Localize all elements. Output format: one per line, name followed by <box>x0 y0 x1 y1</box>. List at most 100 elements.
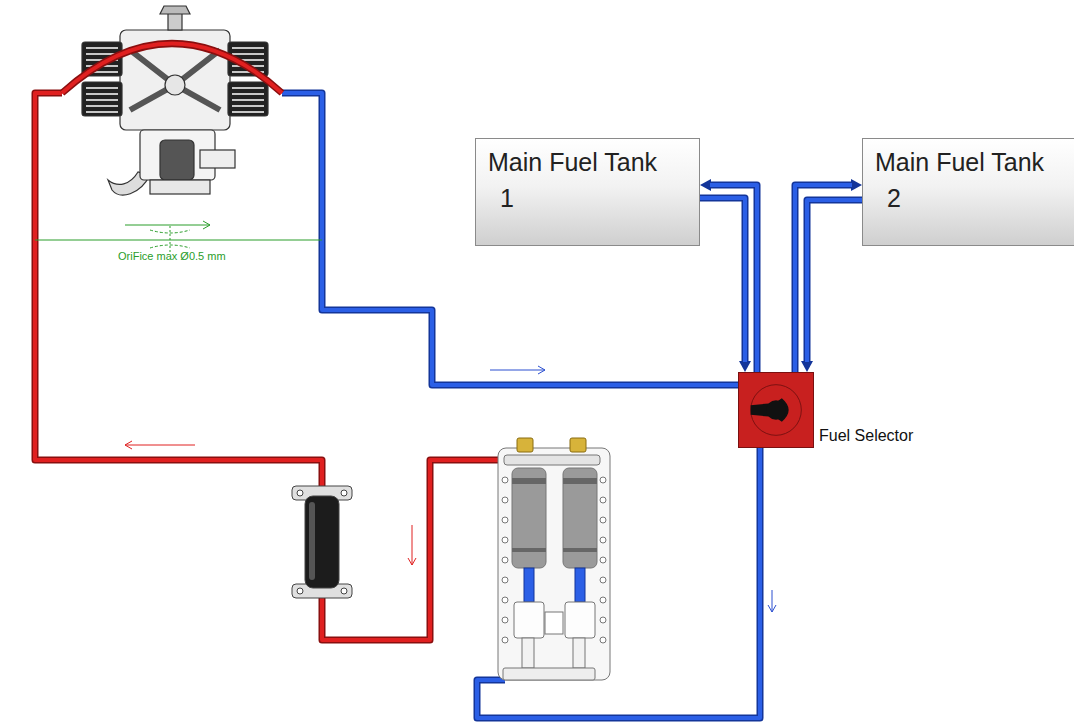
fuel-pump-unit <box>502 597 508 603</box>
orifice-symbol <box>35 221 322 252</box>
fuel-pump-unit <box>514 602 544 638</box>
pipe-core <box>710 185 757 372</box>
orifice-symbol <box>125 221 210 229</box>
fuel-line <box>477 448 760 718</box>
pipe-outline <box>807 200 862 362</box>
selector-handle <box>739 373 813 447</box>
node-title: Main Fuel Tank <box>875 147 1062 177</box>
fuel-line <box>35 93 322 487</box>
selector-handle <box>766 400 785 419</box>
fuel-pump-unit <box>502 577 508 583</box>
fuel-pump-unit <box>502 517 508 523</box>
engine <box>165 75 185 95</box>
fuel-pump-unit <box>600 577 606 583</box>
orifice-note: OriFice max Ø0.5 mm <box>118 250 226 262</box>
pipe-core <box>807 200 862 362</box>
fuel-line <box>477 448 760 718</box>
fuel-pump-unit <box>503 668 595 680</box>
pipe-outline <box>710 185 757 372</box>
engine <box>228 82 268 116</box>
flow-arrow <box>490 366 545 374</box>
node-number: 2 <box>875 183 1062 213</box>
fuel-pump-unit <box>512 478 597 552</box>
fuel-pump-unit <box>600 557 606 563</box>
engine <box>86 88 118 112</box>
fuel-pump-unit <box>600 477 606 483</box>
fuel-pump-unit <box>522 638 534 668</box>
engine <box>150 180 210 194</box>
fuel-line <box>35 44 760 719</box>
fuel-filter <box>341 588 347 594</box>
fuel-pump-unit <box>512 478 546 484</box>
fuel-pump-unit <box>563 478 597 484</box>
fuel-line-connector <box>795 185 852 372</box>
fuel-pump-unit <box>545 612 563 634</box>
fuel-filter <box>341 490 347 496</box>
flow-arrow <box>408 525 416 565</box>
orifice-symbol <box>35 240 322 241</box>
node-title: Main Fuel Tank <box>488 147 687 177</box>
flow-arrow <box>768 590 776 612</box>
fuel-pump-unit <box>600 617 606 623</box>
fuel-line-connector <box>710 185 757 372</box>
fuel-pump-unit <box>498 438 610 680</box>
selector-handle <box>751 398 789 421</box>
fuel-pump-unit <box>575 568 585 602</box>
fuel-pump-unit <box>600 537 606 543</box>
node-number: 1 <box>488 183 687 213</box>
fuel-tank: Main Fuel Tank 2 <box>862 138 1074 246</box>
fuel-pump-unit <box>502 477 508 483</box>
fuel-line <box>62 44 282 94</box>
fuel-line <box>35 93 322 487</box>
fuel-pump-unit <box>563 468 597 568</box>
flow-arrow <box>125 366 776 612</box>
engine <box>82 82 122 116</box>
fuel-pump-unit <box>512 468 597 568</box>
fuel-line <box>62 44 282 94</box>
fuel-line-connector <box>807 200 862 362</box>
selector-dial <box>751 385 802 436</box>
engine <box>200 150 235 168</box>
engine <box>82 6 268 195</box>
fuel-pump-unit <box>502 637 508 643</box>
fuel-pump-unit <box>502 557 508 563</box>
fuel-pump-unit <box>504 455 600 465</box>
fuel-pump-unit <box>600 637 606 643</box>
fuel-pump-unit <box>502 537 508 543</box>
flow-arrow <box>125 441 195 449</box>
fuel-pump-unit <box>563 548 597 552</box>
fuel-pump-unit <box>498 448 610 680</box>
fuel-pump-unit <box>600 597 606 603</box>
orifice-symbol <box>170 226 171 252</box>
engine <box>232 88 264 112</box>
fuel-pump-unit <box>600 497 606 503</box>
fuel-filter <box>309 502 315 580</box>
fuel-line-connector <box>700 198 745 362</box>
fuel-pump-unit <box>573 638 585 668</box>
fuel-line <box>282 93 738 385</box>
engine <box>160 6 190 14</box>
fuel-line <box>282 93 738 385</box>
pipe-core <box>700 198 745 362</box>
fuel-pump-unit <box>512 468 546 568</box>
engine <box>160 140 194 180</box>
fuel-pump-unit <box>524 568 534 602</box>
pipe-outline <box>700 198 745 362</box>
node-title: Fuel Selector <box>819 427 913 445</box>
fuel-pump-unit <box>512 548 546 552</box>
fuel-filter <box>292 486 352 598</box>
fuel-pump-unit <box>502 497 508 503</box>
pipe-outline <box>795 185 852 372</box>
pipe-core <box>795 185 852 372</box>
fuel-pump-unit <box>502 617 508 623</box>
engine <box>82 42 268 116</box>
fuel-pump-unit <box>517 438 533 452</box>
fuel-pump-unit <box>570 438 586 452</box>
fuel-pump-unit <box>600 517 606 523</box>
fuel-pump-unit <box>565 602 595 638</box>
fuel-filter <box>297 588 303 594</box>
fuel-filter <box>297 490 303 496</box>
